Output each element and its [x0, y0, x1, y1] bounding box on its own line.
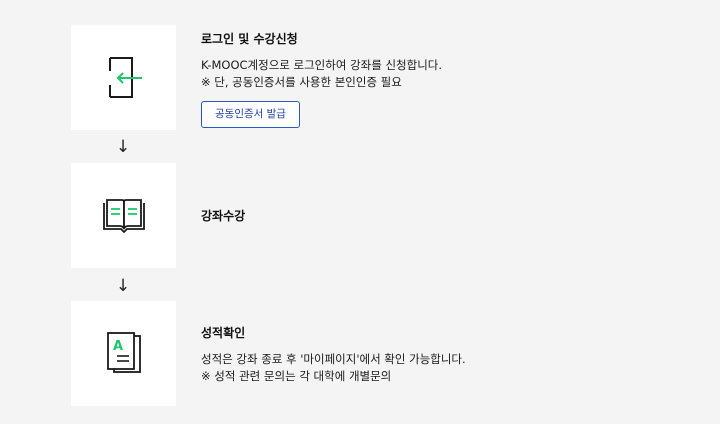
step-login-note: ※ 단, 공동인증서를 사용한 본인인증 필요	[201, 75, 402, 89]
step-grade-desc: 성적은 강좌 종료 후 '마이페이지'에서 확인 가능합니다.	[201, 352, 466, 366]
down-arrow-icon: ↓	[115, 137, 131, 157]
issue-certificate-button[interactable]: 공동인증서 발급	[201, 101, 300, 128]
step-login-desc: K-MOOC계정으로 로그인하여 강좌를 신청합니다.	[201, 58, 443, 72]
grade-letter: A	[113, 339, 123, 354]
step-login-title: 로그인 및 수강신청	[201, 32, 298, 46]
login-door-icon	[108, 56, 142, 98]
step-course-text: 강좌수강	[201, 208, 700, 224]
grade-report-icon: A	[106, 331, 141, 373]
step-course-title: 강좌수강	[201, 209, 246, 223]
step-grade-note: ※ 성적 관련 문의는 각 대학에 개별문의	[201, 369, 392, 383]
step-grade-text: 성적확인 성적은 강좌 종료 후 '마이페이지'에서 확인 가능합니다. ※ 성…	[201, 325, 700, 385]
down-arrow-icon: ↓	[115, 276, 131, 296]
step-grade-title: 성적확인	[201, 326, 246, 340]
step-course-icon-box	[71, 163, 176, 268]
step-login-icon-box	[71, 25, 176, 130]
step-grade-icon-box: A	[71, 301, 176, 406]
open-book-icon	[102, 198, 145, 233]
step-login-text: 로그인 및 수강신청 K-MOOC계정으로 로그인하여 강좌를 신청합니다. ※…	[201, 31, 700, 128]
